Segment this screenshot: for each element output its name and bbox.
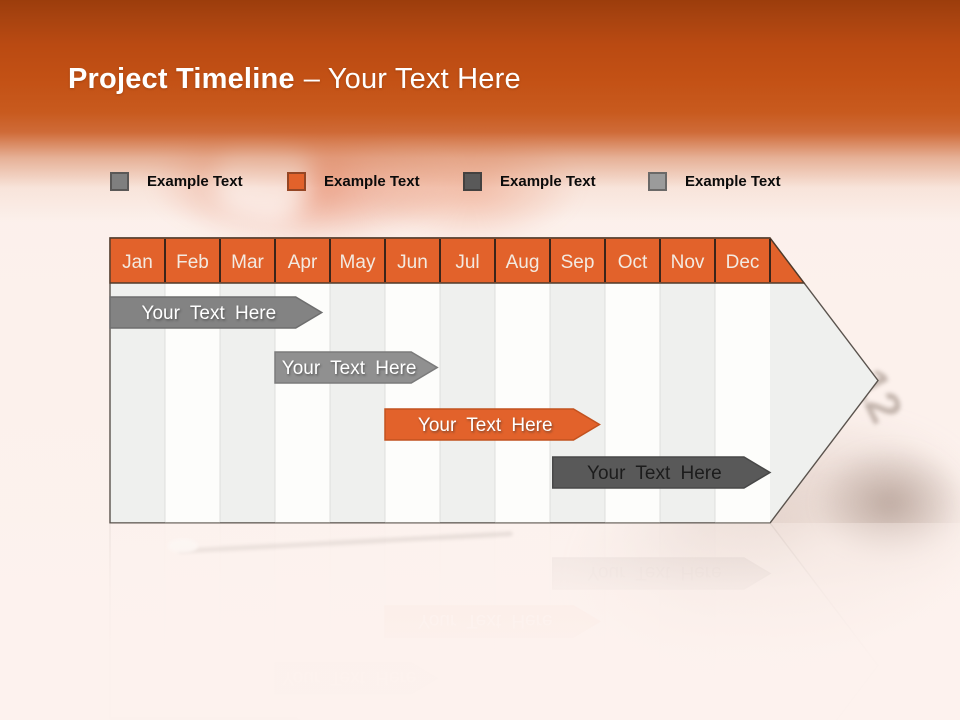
legend-swatch [110,171,129,191]
month-label: Aug [506,252,540,273]
timeline-bar[interactable] [552,456,772,489]
legend-label: Example Text [147,172,243,190]
header-band [0,0,960,250]
legend-item[interactable]: Example Text [463,171,596,191]
legend-label: Example Text [685,172,781,190]
slide-title[interactable]: Project Timeline– Your Text Here [68,63,521,96]
reflection-fade [0,523,960,720]
legend-label: Example Text [324,172,420,190]
month-label: May [340,252,376,273]
timeline-bar-label[interactable]: Your Text Here [418,415,553,436]
month-label: Mar [231,252,264,273]
month-dividers [164,239,771,282]
legend-swatch [463,171,482,191]
month-label: Dec [726,252,760,273]
month-labels: Jan Feb Mar Apr May Jun Jul Aug Sep Oct Nov Dec [122,252,759,273]
legend-item[interactable]: Example Text [287,171,420,191]
legend-swatch [287,171,306,191]
legend-label: Example Text [500,172,596,190]
slide-title-placeholder: – Your Text Here [303,63,521,95]
month-label: Oct [618,252,648,273]
legend-swatch [648,171,667,191]
month-label: Sep [561,252,595,273]
timeline-bar-label[interactable]: Your Text Here [282,358,417,379]
month-label: Apr [288,252,318,273]
legend-item[interactable]: Example Text [648,171,781,191]
legend-item[interactable]: Example Text [110,171,243,191]
month-label: Jun [397,252,428,273]
slide-title-main: Project Timeline [68,63,295,95]
timeline-bar-label[interactable]: Your Text Here [142,303,277,324]
month-label: Feb [176,252,209,273]
timeline-month-header [109,237,806,284]
timeline-bar[interactable] [384,408,601,441]
timeline-bar[interactable] [109,296,324,329]
month-label: Nov [671,252,705,273]
month-label: Jan [122,252,153,273]
column-stripe [495,283,550,523]
month-label: Jul [455,252,479,273]
timeline-bar[interactable] [274,351,439,384]
column-stripe [385,283,440,523]
timeline-bar-label[interactable]: Your Text Here [587,463,722,484]
